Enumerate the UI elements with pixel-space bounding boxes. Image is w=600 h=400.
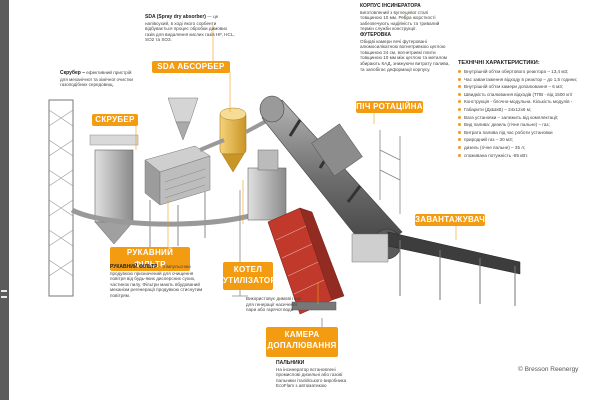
note-scrubber-title: Скрубер – xyxy=(60,70,85,76)
bullet-dot-icon xyxy=(458,107,461,111)
bullet-dot-icon xyxy=(458,85,461,89)
bullet-dot-icon xyxy=(458,153,461,157)
sda-absorber-unit xyxy=(167,97,247,173)
label-bag-filter: РУКАВНИЙ ФІЛЬТР xyxy=(110,247,190,271)
label-scrubber: СКРУБЕР xyxy=(92,114,138,126)
edge-tick xyxy=(1,290,7,292)
note-shell-body: виготовлений з вуглецевої сталі товщиною… xyxy=(360,9,440,32)
label-sda-absorber: SDA АБСОРБЕР xyxy=(152,61,230,73)
support-frame xyxy=(379,130,401,214)
boiler-unit xyxy=(247,149,287,221)
note-scrubber-body: ефективний пристрій для механічної та хі… xyxy=(60,70,133,88)
spec-item: дизель (гічне пальне) – 35 л; xyxy=(458,144,598,152)
spec-item: споживана потужність -85 кВт. xyxy=(458,152,598,160)
bullet-dot-icon xyxy=(458,77,461,81)
bullet-dot-icon xyxy=(458,100,461,104)
bag-filter-unit xyxy=(144,145,211,252)
label-chamber-line1: КАМЕРА xyxy=(284,330,320,339)
note-bag-title: РУКАВНИЙ ФІЛЬТР xyxy=(110,264,158,270)
label-afterburner-chamber: КАМЕРА ДОПАЛЮВАННЯ xyxy=(266,327,338,357)
spec-item: Вага установки – залежить від комплектац… xyxy=(458,114,598,122)
spec-item: Конструкція - блочно-модульна. Кількість… xyxy=(458,98,598,106)
note-incinerator-shell: КОРПУС ІНСИНЕРАТОРА виготовлений з вугле… xyxy=(360,3,450,72)
note-scrubber: Скрубер – ефективний пристрій для механі… xyxy=(60,70,138,88)
tech-specs: ТЕХНІЧНІ ХАРАКТЕРИСТИКИ: Внутрішній об'є… xyxy=(458,60,598,159)
bullet-dot-icon xyxy=(458,70,461,73)
spec-item: природний газ – 30 м3; xyxy=(458,136,598,144)
label-boiler-line2: УТИЛІЗАТОР xyxy=(223,276,277,285)
note-bag-filter: РУКАВНИЙ ФІЛЬТР – з імпульсною продувкою… xyxy=(110,264,206,299)
spec-item: Час завантаження відходу в реактор – до … xyxy=(458,76,598,84)
spec-item: Внутрішній об'єм камери допалювання – 6 … xyxy=(458,83,598,91)
note-sda: SDA (Spray dry absorber) — це напівсухий… xyxy=(145,14,237,43)
copyright-notice: © Bresson Reenergy xyxy=(518,366,579,373)
note-lining-title: ФУТЕРОВКА xyxy=(360,31,392,38)
label-rotary-kiln: ПІЧ РОТАЦІЙНА xyxy=(356,101,423,113)
note-burners: ПАЛЬНИКИ На інсинератор встановлені пром… xyxy=(276,360,360,389)
note-boiler: Використовує димові гази для генерації н… xyxy=(246,296,301,313)
bullet-dot-icon xyxy=(458,123,461,127)
note-sda-body: — це напівсухий, в ході якого сорбенти в… xyxy=(145,14,235,43)
note-burners-title: ПАЛЬНИКИ xyxy=(276,360,305,366)
label-boiler: КОТЕЛ УТИЛІЗАТОР xyxy=(223,262,277,290)
left-edge-bar xyxy=(0,0,9,400)
scrubber-tower xyxy=(48,99,139,297)
spec-item: Внутрішній об'єм обертового реактора – 1… xyxy=(458,68,598,76)
spec-item: Вид палива: дизель (гічне пальне) – газ; xyxy=(458,121,598,129)
label-chamber-line2: ДОПАЛЮВАННЯ xyxy=(267,341,337,350)
bullet-dot-icon xyxy=(458,130,461,134)
loader-conveyor xyxy=(351,231,521,306)
tech-specs-title: ТЕХНІЧНІ ХАРАКТЕРИСТИКИ: xyxy=(458,60,540,66)
note-shell-title: КОРПУС ІНСИНЕРАТОРА xyxy=(360,3,421,9)
bullet-dot-icon xyxy=(458,92,461,96)
note-sda-title: SDA (Spray dry absorber) xyxy=(145,14,206,20)
bullet-dot-icon xyxy=(458,138,461,142)
note-burners-body: На інсинератор встановлені промислові ди… xyxy=(276,366,347,389)
edge-tick xyxy=(1,296,7,298)
label-loader: ЗАВАНТАЖУВАЧ xyxy=(415,214,486,226)
bullet-dot-icon xyxy=(458,115,461,119)
spec-item: Габарити (ДхШхВ) – 24x12x6 м; xyxy=(458,106,598,114)
note-bag-body: – з імпульсною продувкою призначений для… xyxy=(110,264,203,298)
spec-item: Швидкість спалювання відходів (ТПВ - від… xyxy=(458,91,598,99)
spec-item: Витрата палива під час роботи установки xyxy=(458,129,598,137)
label-boiler-line1: КОТЕЛ xyxy=(233,265,263,274)
bullet-dot-icon xyxy=(458,145,461,149)
duct xyxy=(199,138,225,152)
afterburner-chamber xyxy=(267,207,345,315)
note-lining-body: Обидві камери печі футеровані алюмосилік… xyxy=(360,38,450,72)
